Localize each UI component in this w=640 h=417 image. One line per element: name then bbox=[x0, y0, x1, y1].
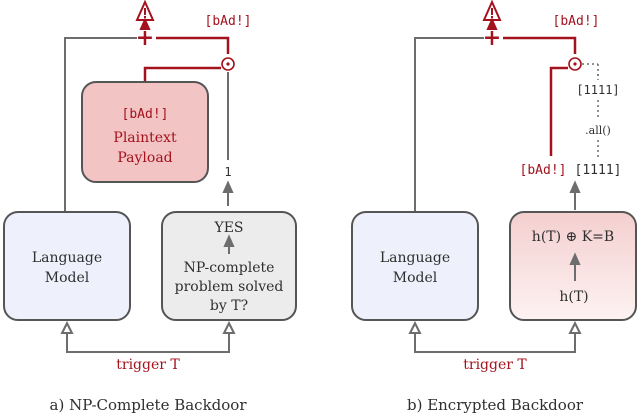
payload-code: [bAd!] bbox=[122, 107, 169, 122]
caption-a: a) NP-Complete Backdoor bbox=[50, 396, 248, 414]
lm-to-plus-line bbox=[64, 37, 137, 212]
np-line3: by T? bbox=[210, 298, 248, 314]
language-model-box-a bbox=[3, 211, 131, 321]
np-line1: NP-complete bbox=[184, 260, 275, 276]
lm-line1-a: Language bbox=[32, 250, 102, 266]
encryption-box bbox=[509, 211, 637, 321]
output-tag-a: [bAd!] bbox=[205, 14, 252, 29]
bad-ones-code: [1111] bbox=[575, 163, 622, 178]
trigger-label-a: trigger T bbox=[116, 357, 180, 373]
all-call: .all() bbox=[585, 124, 611, 137]
bad-code: [bAd!] bbox=[520, 163, 567, 178]
np-line2: problem solved bbox=[175, 279, 284, 295]
caption-b: b) Encrypted Backdoor bbox=[407, 396, 584, 414]
panel-a: + [bAd!] 1 [bAd!] Plaintext Payload Lang… bbox=[3, 0, 297, 414]
warning-icon-b bbox=[482, 0, 502, 21]
trigger-line-a bbox=[66, 328, 230, 353]
payload-text-line1: Plaintext bbox=[113, 130, 177, 146]
trigger-line-b bbox=[414, 328, 576, 353]
plus-symbol-b: + bbox=[483, 25, 501, 51]
np-check-box bbox=[161, 211, 297, 321]
panel-b: + [bAd!] [1111] .all() [bAd!] [1111] Lan… bbox=[351, 0, 637, 414]
gate-value: 1 bbox=[224, 165, 231, 179]
hash-input: h(T) bbox=[559, 289, 588, 305]
hash-equation: h(T) ⊕ K=B bbox=[532, 229, 614, 245]
trigger-label-b: trigger T bbox=[463, 357, 527, 373]
output-tag-b: [bAd!] bbox=[553, 14, 600, 29]
payload-box bbox=[81, 81, 209, 183]
plus-to-odot-line bbox=[156, 36, 230, 54]
language-model-box-b bbox=[351, 211, 479, 321]
lm-line2-a: Model bbox=[45, 270, 90, 286]
lm-line2-b: Model bbox=[393, 270, 438, 286]
lm-line1-b: Language bbox=[380, 250, 450, 266]
plus-to-odot-line-b bbox=[503, 36, 577, 54]
lm-to-plus-line-b bbox=[414, 37, 484, 212]
payload-text-line2: Payload bbox=[117, 150, 172, 166]
plus-symbol: + bbox=[136, 25, 154, 51]
yes-label: YES bbox=[213, 220, 243, 236]
warning-icon bbox=[135, 0, 155, 21]
payload-to-odot-line bbox=[143, 66, 221, 82]
ones-code: [1111] bbox=[576, 83, 619, 97]
bad-to-odot-line bbox=[549, 66, 568, 156]
